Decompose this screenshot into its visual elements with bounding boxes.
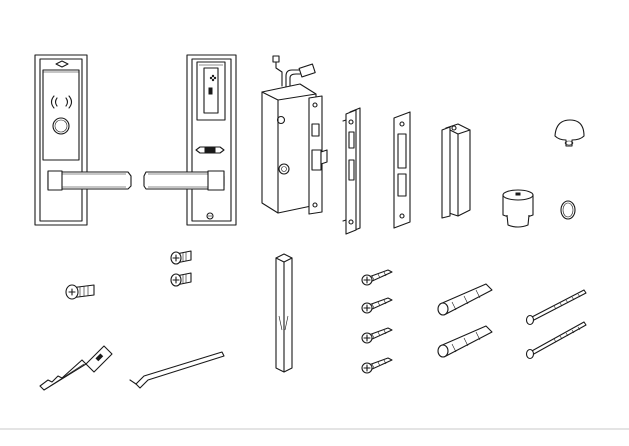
wood-screws [362, 270, 392, 373]
hex-wrench [130, 352, 224, 388]
strike-plate [394, 112, 410, 228]
long-bolts [527, 290, 587, 359]
short-screws [171, 251, 191, 286]
door-stop-knob [555, 120, 584, 146]
faceplate [343, 108, 360, 234]
wall-anchors [438, 284, 492, 357]
back-handle-panel [144, 55, 236, 225]
cylinder-cap [503, 190, 533, 227]
spindle [276, 254, 292, 372]
front-handle-panel [35, 55, 131, 225]
phillips-screw [66, 285, 94, 299]
o-ring [561, 201, 575, 219]
mechanical-key [40, 346, 112, 390]
mortise-lock-body [262, 56, 327, 214]
strike-box [442, 124, 470, 218]
